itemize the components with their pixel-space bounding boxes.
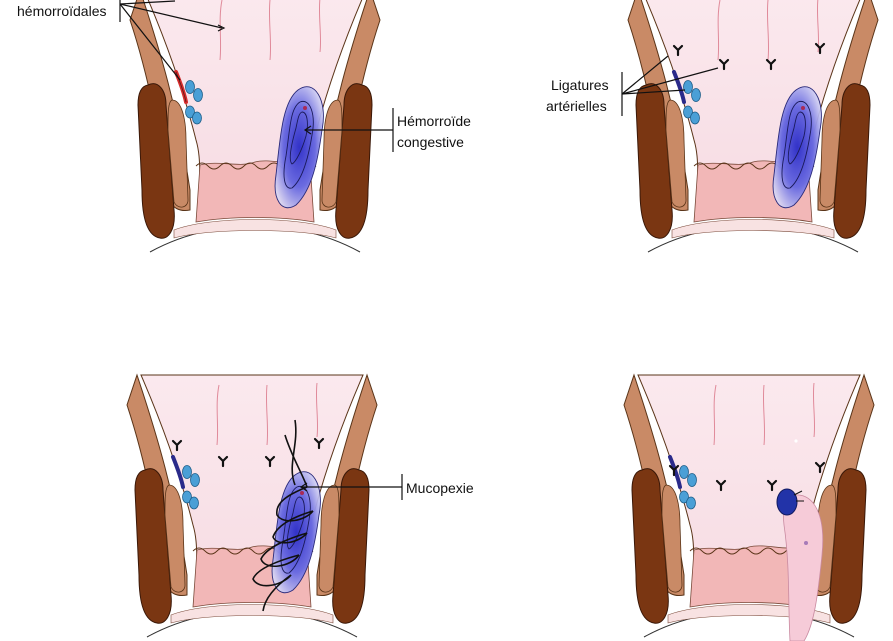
pointer-ligatures — [621, 55, 719, 116]
anatomy-4 — [623, 374, 875, 638]
label-ligatures-line1: Ligatures — [551, 77, 609, 93]
label-ligatures-line2: artérielles — [546, 98, 607, 114]
pointer-mucopexie — [299, 474, 403, 500]
anatomy-3 — [126, 374, 378, 638]
pointers-hemorroidales — [119, 0, 226, 81]
label-hemorroidales: hémorroïdales — [17, 3, 107, 19]
label-hemorroide-line2: congestive — [397, 134, 464, 150]
pointer-hemorroide — [303, 108, 394, 152]
anatomy-1 — [129, 0, 381, 253]
label-hemorroide-line1: Hémorroïde — [397, 113, 471, 129]
panel-result — [623, 374, 875, 641]
panel-ligatures — [627, 0, 879, 253]
label-mucopexie: Mucopexie — [406, 480, 474, 496]
anatomy-2 — [627, 0, 879, 253]
panel-mucopexie — [126, 374, 378, 638]
suture-knot — [776, 488, 798, 516]
panel-congestive — [129, 0, 381, 253]
lifted-mucosa — [783, 494, 824, 641]
